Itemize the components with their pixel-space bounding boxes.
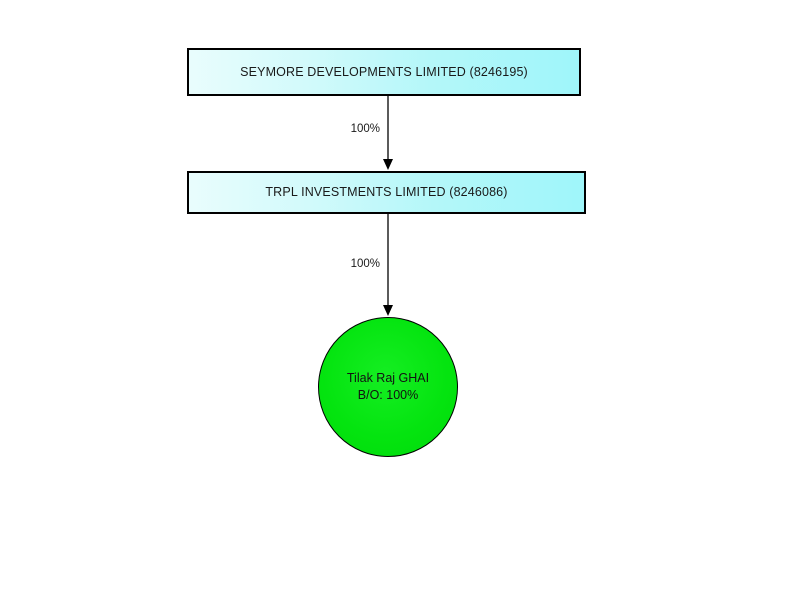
person-node-name: Tilak Raj GHAI — [346, 371, 430, 385]
entity-node-label: SEYMORE DEVELOPMENTS LIMITED (8246195) — [240, 64, 528, 79]
edge-line — [387, 214, 389, 306]
entity-node-label: TRPL INVESTMENTS LIMITED (8246086) — [265, 185, 508, 200]
arrowhead-icon — [383, 159, 393, 170]
person-node-beneficial-owner[interactable]: Tilak Raj GHAI B/O: 100% — [318, 317, 458, 457]
edge-line — [387, 96, 389, 160]
arrowhead-icon — [383, 305, 393, 316]
entity-node-trpl-investments[interactable]: TRPL INVESTMENTS LIMITED (8246086) — [187, 171, 586, 214]
edge-label-ownership-percent: 100% — [350, 258, 380, 270]
entity-node-seymore-developments[interactable]: SEYMORE DEVELOPMENTS LIMITED (8246195) — [187, 48, 581, 96]
person-node-ownership: B/O: 100% — [357, 388, 419, 402]
edge-label-ownership-percent: 100% — [350, 123, 380, 135]
